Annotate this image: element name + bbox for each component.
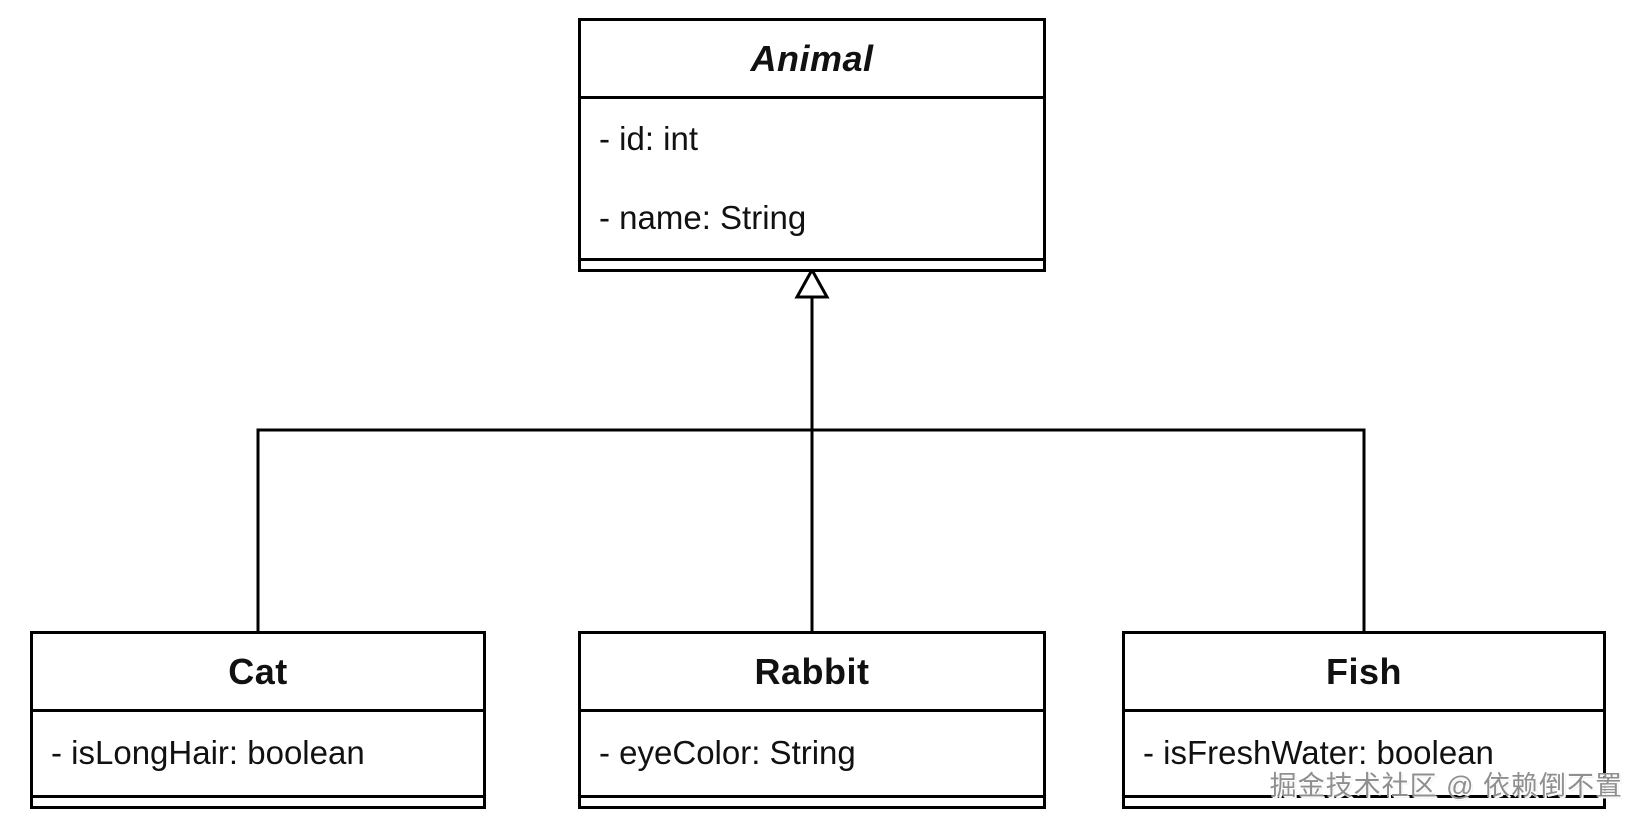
class-box-rabbit: Rabbit - eyeColor: String [578, 631, 1046, 809]
fish-methods-compartment-empty [1125, 795, 1603, 806]
class-name-cat: Cat [33, 634, 483, 712]
attribute-eyecolor: - eyeColor: String [599, 734, 856, 772]
rabbit-attributes-compartment: - eyeColor: String [581, 712, 1043, 795]
animal-attributes-compartment: - id: int - name: String [581, 99, 1043, 258]
attribute-islonghair: - isLongHair: boolean [51, 734, 365, 772]
rabbit-methods-compartment-empty [581, 795, 1043, 806]
animal-methods-compartment-empty [581, 258, 1043, 269]
class-box-cat: Cat - isLongHair: boolean [30, 631, 486, 809]
attribute-isfreshwater: - isFreshWater: boolean [1143, 734, 1494, 772]
class-name-rabbit: Rabbit [581, 634, 1043, 712]
class-box-fish: Fish - isFreshWater: boolean [1122, 631, 1606, 809]
attribute-name: - name: String [599, 199, 807, 237]
inheritance-arrowhead-icon [794, 266, 830, 299]
fish-attributes-compartment: - isFreshWater: boolean [1125, 712, 1603, 795]
cat-methods-compartment-empty [33, 795, 483, 806]
attribute-id: - id: int [599, 119, 699, 157]
watermark-text: 掘金技术社区 @ 依赖倒不置 [1269, 771, 1623, 801]
class-box-animal: Animal - id: int - name: String [578, 18, 1046, 272]
class-name-fish: Fish [1125, 634, 1603, 712]
cat-attributes-compartment: - isLongHair: boolean [33, 712, 483, 795]
class-name-animal: Animal [581, 21, 1043, 99]
